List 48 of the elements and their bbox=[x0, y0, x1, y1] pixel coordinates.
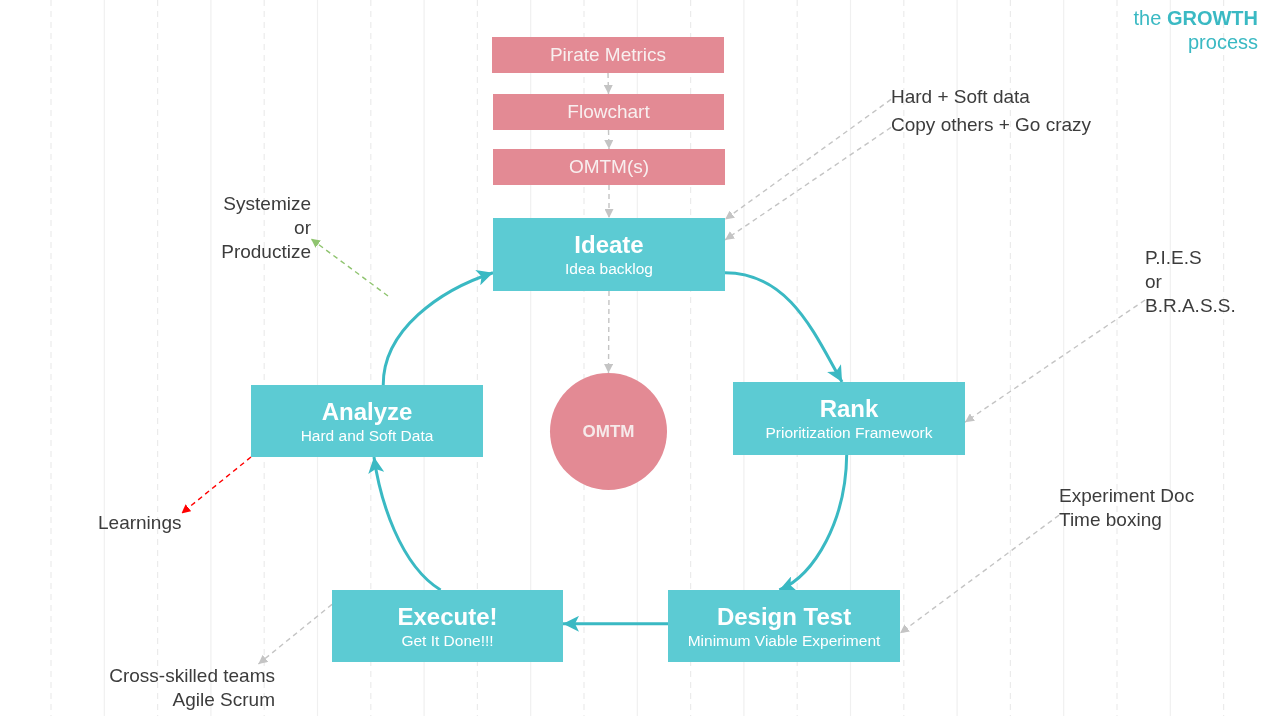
metric-box bbox=[492, 37, 724, 73]
dashed-arrow bbox=[257, 603, 333, 665]
step-box bbox=[332, 590, 563, 662]
step-subtitle: Get It Done!!! bbox=[401, 630, 494, 650]
dashed-arrow bbox=[724, 126, 892, 241]
metric-box bbox=[493, 149, 725, 185]
dashed-arrow bbox=[724, 98, 892, 221]
dashed-arrow bbox=[603, 72, 613, 95]
circle-label: OMTM bbox=[582, 421, 635, 442]
note-text: Time boxing bbox=[1059, 508, 1162, 532]
note-text: Experiment Doc bbox=[1059, 484, 1195, 508]
step-title: Rank bbox=[819, 395, 879, 423]
dashed-arrow bbox=[604, 129, 614, 150]
note-text: Systemize or Productize bbox=[221, 192, 311, 264]
step-subtitle: Minimum Viable Experiment bbox=[687, 630, 881, 650]
step-subtitle: Hard and Soft Data bbox=[300, 425, 434, 445]
step-subtitle: Idea backlog bbox=[565, 259, 653, 278]
note-text: Copy others + Go crazy bbox=[891, 113, 1092, 137]
dashed-arrow bbox=[310, 238, 389, 297]
step-box bbox=[733, 382, 965, 455]
curved-arrow bbox=[368, 456, 442, 592]
metric-box bbox=[493, 94, 724, 130]
arrow bbox=[563, 615, 668, 632]
metric-label: Flowchart bbox=[567, 101, 650, 123]
metric-label: OMTM(s) bbox=[568, 156, 650, 178]
dashed-arrow bbox=[180, 456, 252, 515]
note-text: Cross-skilled teams bbox=[109, 664, 275, 688]
dashed-arrow bbox=[604, 184, 614, 219]
step-subtitle: Prioritization Framework bbox=[765, 423, 933, 442]
note-text: Hard + Soft data bbox=[891, 85, 1030, 109]
dashed-arrow bbox=[604, 290, 614, 374]
step-title: Analyze bbox=[321, 397, 413, 426]
step-box bbox=[493, 218, 725, 291]
curved-arrow bbox=[778, 454, 849, 592]
step-title: Design Test bbox=[716, 602, 852, 631]
step-title: Ideate bbox=[574, 231, 644, 259]
curved-arrow bbox=[381, 270, 494, 386]
page-title: the GROWTH process bbox=[1132, 6, 1258, 54]
curved-arrow bbox=[724, 271, 844, 383]
step-title: Execute! bbox=[397, 602, 498, 631]
step-box bbox=[251, 385, 483, 457]
note-text: P.I.E.S or B.R.A.S.S. bbox=[1145, 246, 1236, 318]
dashed-arrow bbox=[964, 299, 1146, 423]
step-box bbox=[668, 590, 900, 662]
dashed-arrow bbox=[899, 514, 1060, 634]
note-text: Learnings bbox=[98, 511, 182, 535]
note-text: Agile Scrum bbox=[172, 688, 275, 712]
metric-label: Pirate Metrics bbox=[549, 44, 667, 66]
